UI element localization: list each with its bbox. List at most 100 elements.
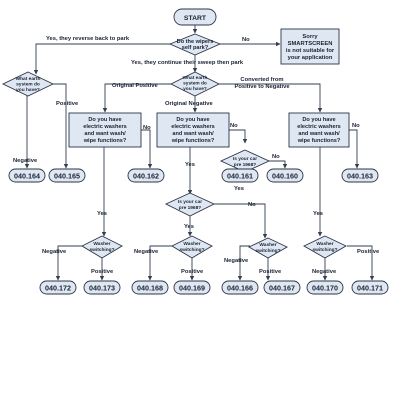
pre1968-small-line2: pre 1968? bbox=[234, 162, 256, 168]
label-converted-line2: Positive to Negative bbox=[234, 84, 290, 90]
ws2-line1: Washer bbox=[183, 241, 200, 247]
ws3-line1: Washer bbox=[259, 242, 276, 248]
start-node: START bbox=[173, 8, 217, 26]
washers-box-left: Do you have electric washers and want wa… bbox=[68, 112, 142, 148]
code-label: 040.168 bbox=[137, 284, 163, 293]
code-040-169: 040.169 bbox=[173, 280, 211, 295]
code-040-173: 040.173 bbox=[83, 280, 121, 295]
code-label: 040.164 bbox=[14, 172, 40, 181]
ws2-line2: switching? bbox=[179, 247, 204, 253]
code-040-168: 040.168 bbox=[131, 280, 169, 295]
code-040-170: 040.170 bbox=[306, 280, 344, 295]
label-center-washers-yes: Yes bbox=[185, 162, 195, 168]
label-ws4-negative: Negative bbox=[312, 269, 337, 275]
ws4-line1: Washer bbox=[316, 241, 333, 247]
code-040-161: 040.161 bbox=[221, 168, 259, 183]
ws4-line2: switching? bbox=[312, 247, 337, 253]
label-left-washers-yes: Yes bbox=[97, 211, 107, 217]
pre1968-small-line1: Is your car bbox=[233, 156, 257, 162]
code-040-165: 040.165 bbox=[48, 168, 86, 183]
washers-center-line4: wipe functions? bbox=[171, 138, 215, 144]
label-left-negative: Negative bbox=[13, 158, 38, 164]
pre1968-decision-large: Is your car pre 1968? bbox=[164, 192, 216, 217]
ws3-line2: switching? bbox=[255, 248, 280, 254]
label-ws2-positive: Positive bbox=[181, 269, 204, 275]
earth-center-line2: system do bbox=[183, 81, 207, 87]
code-label: 040.167 bbox=[269, 284, 295, 293]
washers-left-line1: Do you have bbox=[88, 117, 121, 123]
label-ws3-negative: Negative bbox=[224, 258, 249, 264]
label-right-washers-no: No bbox=[352, 123, 360, 129]
washer-switching-4: Washer switching? bbox=[303, 235, 347, 259]
start-label: START bbox=[184, 15, 207, 22]
earth-left-line2: system do bbox=[16, 82, 40, 88]
pre1968-large-line1: Is your car bbox=[178, 199, 202, 205]
code-040-166: 040.166 bbox=[221, 280, 259, 295]
ws1-line2: switching? bbox=[89, 247, 114, 253]
washers-right-line2: electric washers bbox=[297, 124, 341, 130]
washers-left-line4: wipe functions? bbox=[83, 138, 127, 144]
wipers-decision: Do the wipers self park? bbox=[168, 33, 222, 56]
code-label: 040.165 bbox=[54, 172, 80, 181]
label-original-negative: Original Negative bbox=[165, 101, 213, 107]
code-040-162: 040.162 bbox=[127, 168, 165, 183]
label-wipers-sweep: Yes, they continue their sweep then park bbox=[131, 60, 244, 66]
label-pre1968-large-yes: Yes bbox=[184, 224, 194, 230]
wipers-question-line2: self park? bbox=[182, 45, 209, 51]
code-label: 040.171 bbox=[357, 284, 383, 293]
washers-center-line2: electric washers bbox=[171, 124, 215, 130]
code-label: 040.169 bbox=[179, 284, 205, 293]
code-label: 040.163 bbox=[347, 172, 373, 181]
code-040-163: 040.163 bbox=[341, 168, 379, 183]
ws1-line1: Washer bbox=[93, 241, 110, 247]
washers-right-line4: wipe functions? bbox=[297, 138, 341, 144]
label-pre1968-small-no: No bbox=[272, 154, 280, 160]
code-040-167: 040.167 bbox=[263, 280, 301, 295]
washers-right-line1: Do you have bbox=[302, 117, 335, 123]
code-040-172: 040.172 bbox=[39, 280, 77, 295]
code-label: 040.173 bbox=[89, 284, 115, 293]
label-right-washers-yes: Yes bbox=[313, 211, 323, 217]
label-ws1-negative: Negative bbox=[42, 249, 67, 255]
washers-left-line2: electric washers bbox=[83, 124, 127, 130]
label-left-washers-no: No bbox=[143, 125, 151, 131]
washer-switching-3: Washer switching? bbox=[248, 237, 288, 259]
earth-left-line3: you have? bbox=[16, 87, 40, 93]
label-pre1968-large-no: No bbox=[248, 202, 256, 208]
code-label: 040.170 bbox=[312, 284, 338, 293]
washers-right-line3: and want wash/ bbox=[298, 131, 340, 137]
label-wipers-no: No bbox=[242, 37, 250, 43]
earth-left-line1: What earth bbox=[16, 76, 41, 82]
sorry-line3: is not suitable for bbox=[286, 48, 335, 54]
washers-box-right: Do you have electric washers and want wa… bbox=[288, 112, 350, 148]
label-ws1-positive: Positive bbox=[91, 269, 114, 275]
earth-center-line3: you have? bbox=[183, 86, 207, 92]
label-ws4-positive: Positive bbox=[357, 249, 380, 255]
code-label: 040.172 bbox=[45, 284, 71, 293]
code-label: 040.162 bbox=[133, 172, 159, 181]
earth-decision-center: What earth system do you have? bbox=[169, 71, 221, 97]
code-label: 040.160 bbox=[272, 172, 298, 181]
label-original-positive: Original Positive bbox=[112, 83, 159, 89]
code-label: 040.161 bbox=[227, 172, 253, 181]
washers-center-line3: and want wash/ bbox=[172, 131, 214, 137]
label-wipers-yes: Yes, they reverse back to park bbox=[46, 36, 130, 42]
washers-left-line3: and want wash/ bbox=[84, 131, 126, 137]
code-040-160: 040.160 bbox=[266, 168, 304, 183]
earth-decision-left: What earth system do you have? bbox=[1, 71, 55, 97]
earth-center-line1: What earth bbox=[183, 75, 208, 81]
label-ws2-negative: Negative bbox=[134, 249, 159, 255]
washer-switching-2: Washer switching? bbox=[171, 235, 213, 259]
sorry-box: Sorry SMARTSCREEN is not suitable for yo… bbox=[280, 28, 340, 65]
label-left-positive: Positive bbox=[56, 101, 79, 107]
label-center-washers-no: No bbox=[230, 123, 238, 129]
code-label: 040.166 bbox=[227, 284, 253, 293]
washers-box-center: Do you have electric washers and want wa… bbox=[156, 112, 230, 148]
label-converted-line1: Converted from bbox=[240, 77, 283, 83]
washers-center-line1: Do you have bbox=[176, 117, 209, 123]
label-ws3-positive: Positive bbox=[259, 269, 282, 275]
washer-switching-1: Washer switching? bbox=[81, 235, 123, 259]
sorry-line4: your application bbox=[288, 55, 333, 61]
connectors bbox=[24, 25, 375, 281]
